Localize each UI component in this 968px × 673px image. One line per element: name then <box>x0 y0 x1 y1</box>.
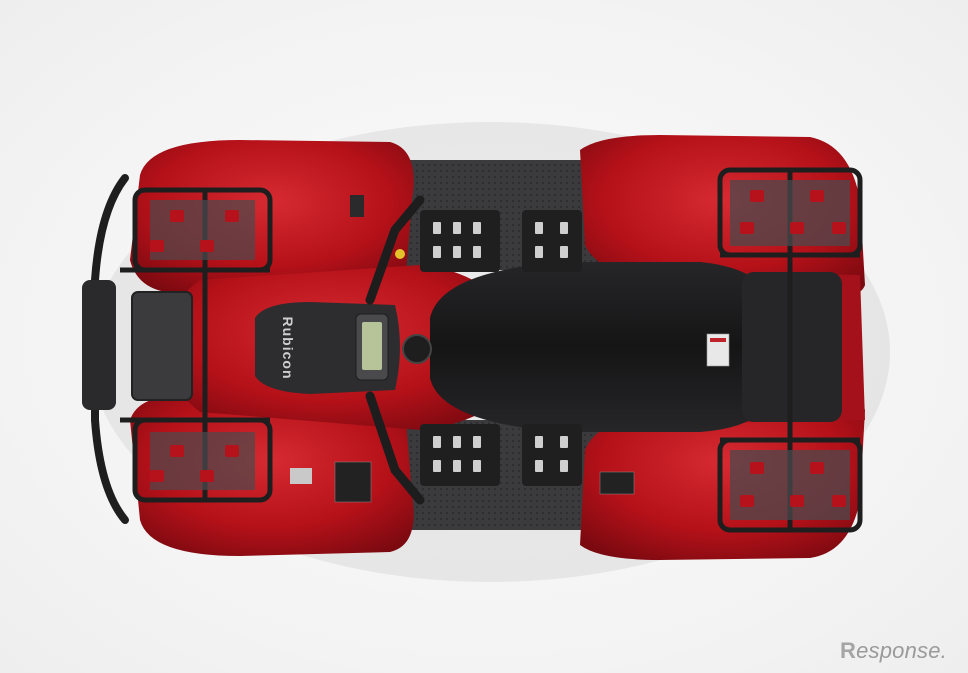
watermark-initial: R <box>840 638 857 663</box>
handlebar-top <box>365 195 425 305</box>
console-model-text: Rubicon <box>280 317 296 380</box>
fender-decal-2 <box>334 461 372 503</box>
front-storage-lid <box>131 291 193 401</box>
fuel-cap <box>402 334 432 364</box>
response-watermark: Response. <box>840 640 947 662</box>
watermark-text: esponse. <box>856 638 947 663</box>
throttle-switch-icon <box>395 249 405 259</box>
fender-decal-1 <box>350 195 364 217</box>
seat <box>430 262 775 432</box>
fender-decal-3 <box>599 471 635 495</box>
handlebar-bottom <box>365 391 425 505</box>
fender-decal-4 <box>290 468 312 484</box>
